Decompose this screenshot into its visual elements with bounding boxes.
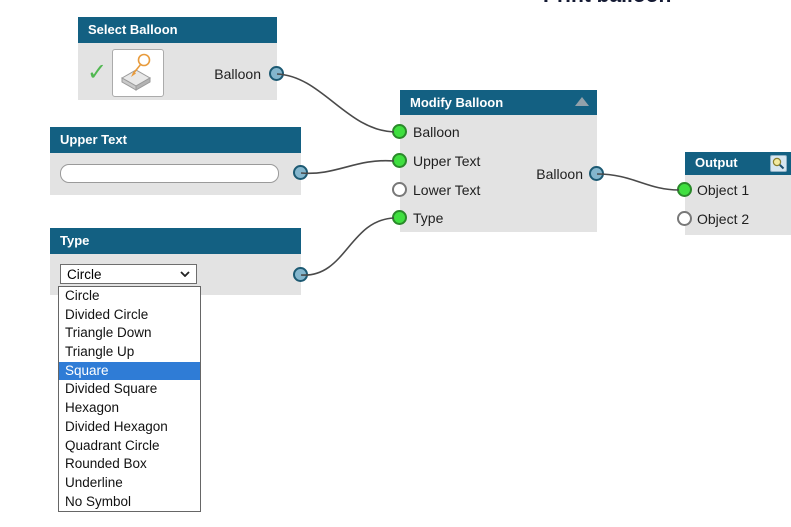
node-output: Output Object 1 Object 2 — [677, 152, 791, 235]
dropdown-option[interactable]: No Symbol — [65, 493, 132, 509]
clipped-heading: Print balloon — [543, 0, 671, 8]
node-header[interactable]: Output — [685, 152, 791, 175]
node-type: Type Circle — [50, 228, 308, 295]
node-title: Select Balloon — [88, 22, 178, 37]
dropdown-option-selected[interactable]: Square — [59, 361, 200, 381]
input-port-type[interactable] — [392, 210, 407, 225]
node-header[interactable]: Upper Text — [50, 127, 301, 153]
node-modify-balloon: Modify Balloon Balloon Upper Text Lower … — [392, 90, 604, 232]
dropdown-option[interactable]: Divided Square — [65, 381, 158, 397]
input-port-object-2[interactable] — [677, 211, 692, 226]
dropdown-option[interactable]: Underline — [65, 474, 123, 490]
node-title: Upper Text — [60, 132, 127, 147]
balloon-pick-icon — [120, 53, 152, 91]
output-port-label: Balloon — [214, 66, 261, 82]
input-port-lower-text[interactable] — [392, 182, 407, 197]
node-header[interactable]: Modify Balloon — [400, 90, 597, 115]
chevron-down-icon — [180, 271, 190, 277]
input-port-object-1[interactable] — [677, 182, 692, 197]
dropdown-option[interactable]: Divided Hexagon — [65, 418, 168, 434]
node-body — [400, 115, 597, 232]
type-dropdown-list: Circle Divided Circle Triangle Down Tria… — [58, 286, 201, 513]
dropdown-option[interactable]: Quadrant Circle — [65, 437, 160, 453]
input-port-label: Type — [413, 210, 444, 226]
output-port-upper-text[interactable] — [293, 165, 308, 180]
input-port-label: Object 2 — [697, 211, 750, 227]
magnifier-icon — [772, 157, 785, 170]
input-port-label: Lower Text — [413, 182, 481, 198]
magnifier-button[interactable] — [770, 155, 787, 172]
wire-balloon-to-modify[interactable] — [276, 73, 395, 133]
node-title: Type — [60, 233, 90, 248]
output-port-label: Balloon — [536, 166, 583, 182]
dropdown-option[interactable]: Triangle Up — [65, 344, 135, 360]
upper-text-input[interactable] — [60, 164, 279, 183]
node-upper-text: Upper Text — [50, 127, 308, 195]
node-title: Modify Balloon — [410, 95, 504, 110]
dropdown-option[interactable]: Triangle Down — [65, 325, 152, 341]
dropdown-option[interactable]: Rounded Box — [65, 456, 147, 472]
type-select-value: Circle — [67, 266, 102, 282]
node-body — [78, 43, 277, 100]
node-select-balloon: Select Balloon ✓ Balloon — [78, 17, 284, 100]
dropdown-option[interactable]: Hexagon — [65, 400, 120, 416]
wire-modify-to-output[interactable] — [596, 173, 680, 191]
node-header[interactable]: Type — [50, 228, 301, 254]
input-port-label: Object 1 — [697, 182, 750, 198]
wire-uppertext-to-modify[interactable] — [300, 159, 395, 175]
input-port-label: Balloon — [413, 124, 460, 140]
collapse-up-icon[interactable] — [575, 97, 589, 106]
select-balloon-button[interactable] — [112, 49, 164, 97]
wire-type-to-modify[interactable] — [300, 217, 395, 276]
type-select[interactable]: Circle — [60, 264, 197, 284]
input-port-upper-text[interactable] — [392, 153, 407, 168]
input-port-label: Upper Text — [413, 153, 481, 169]
input-port-balloon[interactable] — [392, 124, 407, 139]
node-title: Output — [695, 155, 738, 170]
check-icon: ✓ — [87, 59, 108, 86]
dropdown-option[interactable]: Divided Circle — [65, 306, 149, 322]
node-header[interactable]: Select Balloon — [78, 17, 277, 43]
node-body — [685, 175, 791, 235]
dropdown-option[interactable]: Circle — [65, 288, 100, 303]
output-port-balloon[interactable] — [269, 66, 284, 81]
